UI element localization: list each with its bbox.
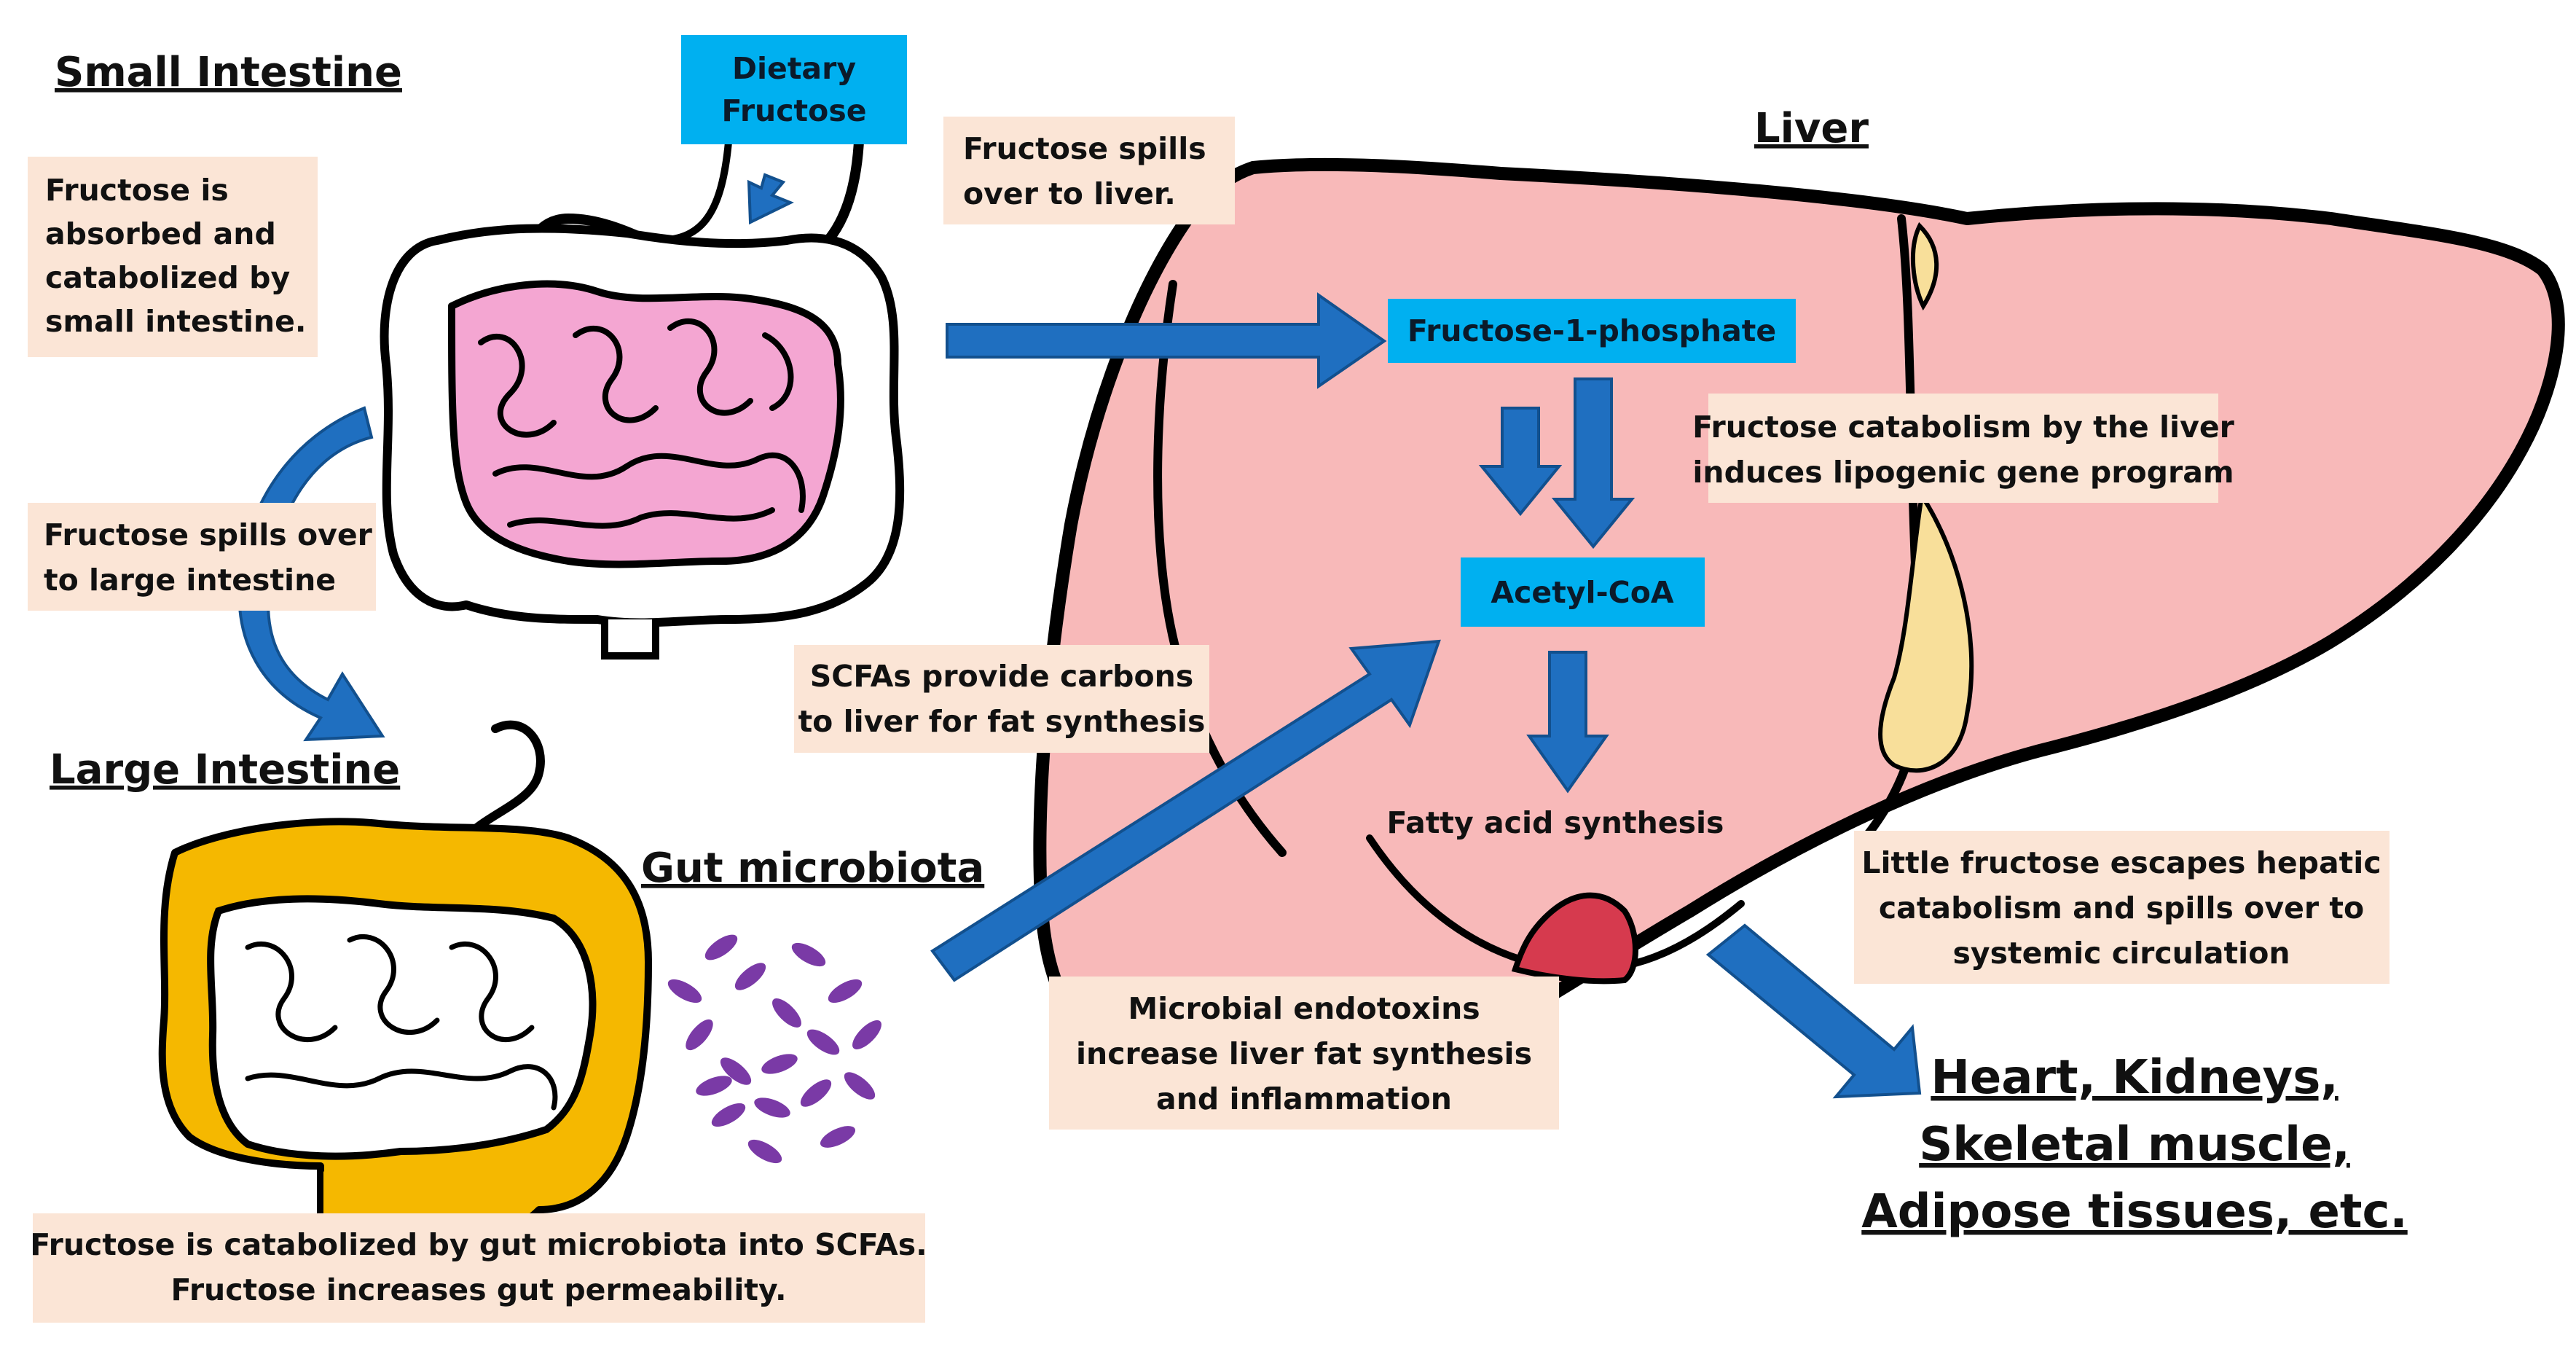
- bacteria-cluster: [667, 934, 881, 1164]
- bacterium-3: [791, 942, 826, 967]
- small-intestine-illustration: [380, 111, 905, 660]
- note-escapes-text-line-3: systemic circulation: [1952, 936, 2290, 971]
- note-endotoxins-text-line-1: Microbial endotoxins: [1128, 991, 1480, 1026]
- note-lipogenic-box: [1708, 394, 2218, 503]
- note-absorbed-text: Fructose is absorbed and catabolized by sma…: [45, 173, 306, 339]
- note-lipogenic-text: Fructose catabolism by the liver induces …: [1692, 410, 2234, 490]
- bacterium-18: [696, 1076, 732, 1096]
- arrows: [237, 173, 1922, 1099]
- note-absorbed-text-line-3: catabolized by: [45, 260, 290, 295]
- organs-list-line-1: Heart, Kidneys,: [1931, 1051, 2338, 1105]
- small-intestine-tail: [601, 619, 659, 660]
- acetyl-coa-label: Acetyl-CoA: [1491, 575, 1673, 610]
- large-intestine-illustration: [158, 720, 652, 1285]
- note-gut-scfa-text-line-2: Fructose increases gut permeability.: [170, 1272, 786, 1307]
- note-escapes-text: Little fructose escapes hepatic catabolis…: [1861, 845, 2381, 971]
- arrow-f1p-down-left: [1478, 407, 1563, 517]
- fructose-1-phosphate-box: [1388, 299, 1796, 363]
- note-endotoxins-box: [1049, 977, 1559, 1130]
- bacterium-17: [747, 1139, 782, 1164]
- falciform-ligament-lower: [1878, 489, 1974, 773]
- bacterium-11: [667, 979, 702, 1003]
- note-gut-scfa-text-line-1: Fructose is catabolized by gut microbiot…: [30, 1227, 927, 1262]
- bacterium-4: [828, 979, 863, 1003]
- note-absorbed-box: [28, 157, 318, 357]
- heading-small-intestine: Small Intestine: [55, 49, 402, 96]
- note-endotoxins-text-line-2: increase liver fat synthesis: [1076, 1036, 1532, 1071]
- falciform-ligament-upper: [1911, 222, 1939, 311]
- bacterium-2: [734, 963, 766, 990]
- note-escapes-box: [1854, 831, 2390, 984]
- bacterium-6: [686, 1019, 713, 1051]
- note-lipogenic-text-line-2: induces lipogenic gene program: [1692, 455, 2234, 490]
- note-endotoxins-text: Microbial endotoxins increase liver fat s…: [1076, 991, 1532, 1116]
- organs-list: Heart, Kidneys, Skeletal muscle, Adipose t…: [1861, 1051, 2407, 1239]
- note-spills-liver-box: [943, 117, 1235, 224]
- bacterium-9: [806, 1029, 840, 1055]
- bacterium-7: [720, 1057, 752, 1085]
- note-scfas-text-line-2: to liver for fat synthesis: [798, 704, 1206, 739]
- dietary-fructose-label-line-2: Fructose: [721, 93, 866, 128]
- bacterium-15: [844, 1072, 876, 1100]
- acetyl-coa-box: [1461, 557, 1705, 627]
- dietary-fructose-box: [681, 35, 907, 144]
- note-spills-liver-text: Fructose spills over to liver.: [963, 131, 1206, 211]
- note-scfas-text: SCFAs provide carbons to liver for fat sy…: [798, 659, 1206, 739]
- bacterium-1: [704, 934, 738, 960]
- fructose-1-phosphate-label: Fructose-1-phosphate: [1407, 313, 1776, 348]
- bacterium-12: [711, 1103, 746, 1127]
- arrow-microbiota-to-acetyl: [930, 639, 1441, 982]
- arrow-f1p-down-right: [1551, 377, 1635, 549]
- arrow-spill-to-liver: [946, 292, 1387, 389]
- note-spills-liver-text-line-1: Fructose spills: [963, 131, 1206, 166]
- note-gut-scfa-box: [33, 1213, 925, 1323]
- note-absorbed-text-line-1: Fructose is: [45, 173, 229, 208]
- arrow-acetyl-to-fatty-acid: [1526, 651, 1609, 794]
- arrow-liver-to-organs: [1705, 923, 1922, 1099]
- heading-gut-microbiota: Gut microbiota: [641, 845, 984, 892]
- small-intestine-loops: [448, 280, 844, 568]
- note-gut-scfa-text: Fructose is catabolized by gut microbiot…: [30, 1227, 927, 1307]
- large-intestine-folds: [245, 934, 558, 1111]
- note-escapes-text-line-2: catabolism and spills over to: [1879, 891, 2364, 926]
- heading-liver: Liver: [1754, 105, 1869, 152]
- small-intestine-folds: [478, 318, 806, 529]
- bacterium-8: [761, 1054, 798, 1074]
- gallbladder: [1511, 892, 1638, 985]
- note-spills-large-box: [28, 503, 376, 611]
- note-spills-large-text-line-1: Fructose spills over: [44, 517, 373, 552]
- organs-list-line-2: Skeletal muscle,: [1919, 1118, 2350, 1172]
- note-absorbed-text-line-4: small intestine.: [45, 304, 306, 339]
- note-spills-large-text-line-2: to large intestine: [44, 563, 336, 598]
- bacterium-16: [820, 1126, 856, 1148]
- note-escapes-text-line-1: Little fructose escapes hepatic: [1861, 845, 2381, 880]
- fatty-acid-synthesis-label: Fatty acid synthesis: [1387, 805, 1724, 840]
- note-endotoxins-text-line-3: and inflammation: [1156, 1081, 1452, 1116]
- note-scfas-box: [794, 645, 1209, 753]
- note-scfas-text-line-1: SCFAs provide carbons: [810, 659, 1194, 694]
- dietary-fructose-label-line-1: Dietary: [732, 51, 856, 86]
- bacterium-13: [754, 1097, 790, 1118]
- large-intestine-inner: [207, 895, 597, 1160]
- note-spills-liver-text-line-2: over to liver.: [963, 176, 1176, 211]
- organs-list-line-3: Adipose tissues, etc.: [1861, 1185, 2407, 1239]
- heading-large-intestine: Large Intestine: [50, 746, 400, 794]
- note-absorbed-text-line-2: absorbed and: [45, 216, 276, 251]
- note-spills-large-text: Fructose spills over to large intestine: [44, 517, 373, 598]
- note-lipogenic-text-line-1: Fructose catabolism by the liver: [1692, 410, 2234, 445]
- bacterium-5: [772, 998, 801, 1028]
- bacterium-10: [852, 1020, 881, 1049]
- arrow-dietary-into-intestine: [747, 173, 794, 225]
- bacterium-14: [800, 1079, 832, 1107]
